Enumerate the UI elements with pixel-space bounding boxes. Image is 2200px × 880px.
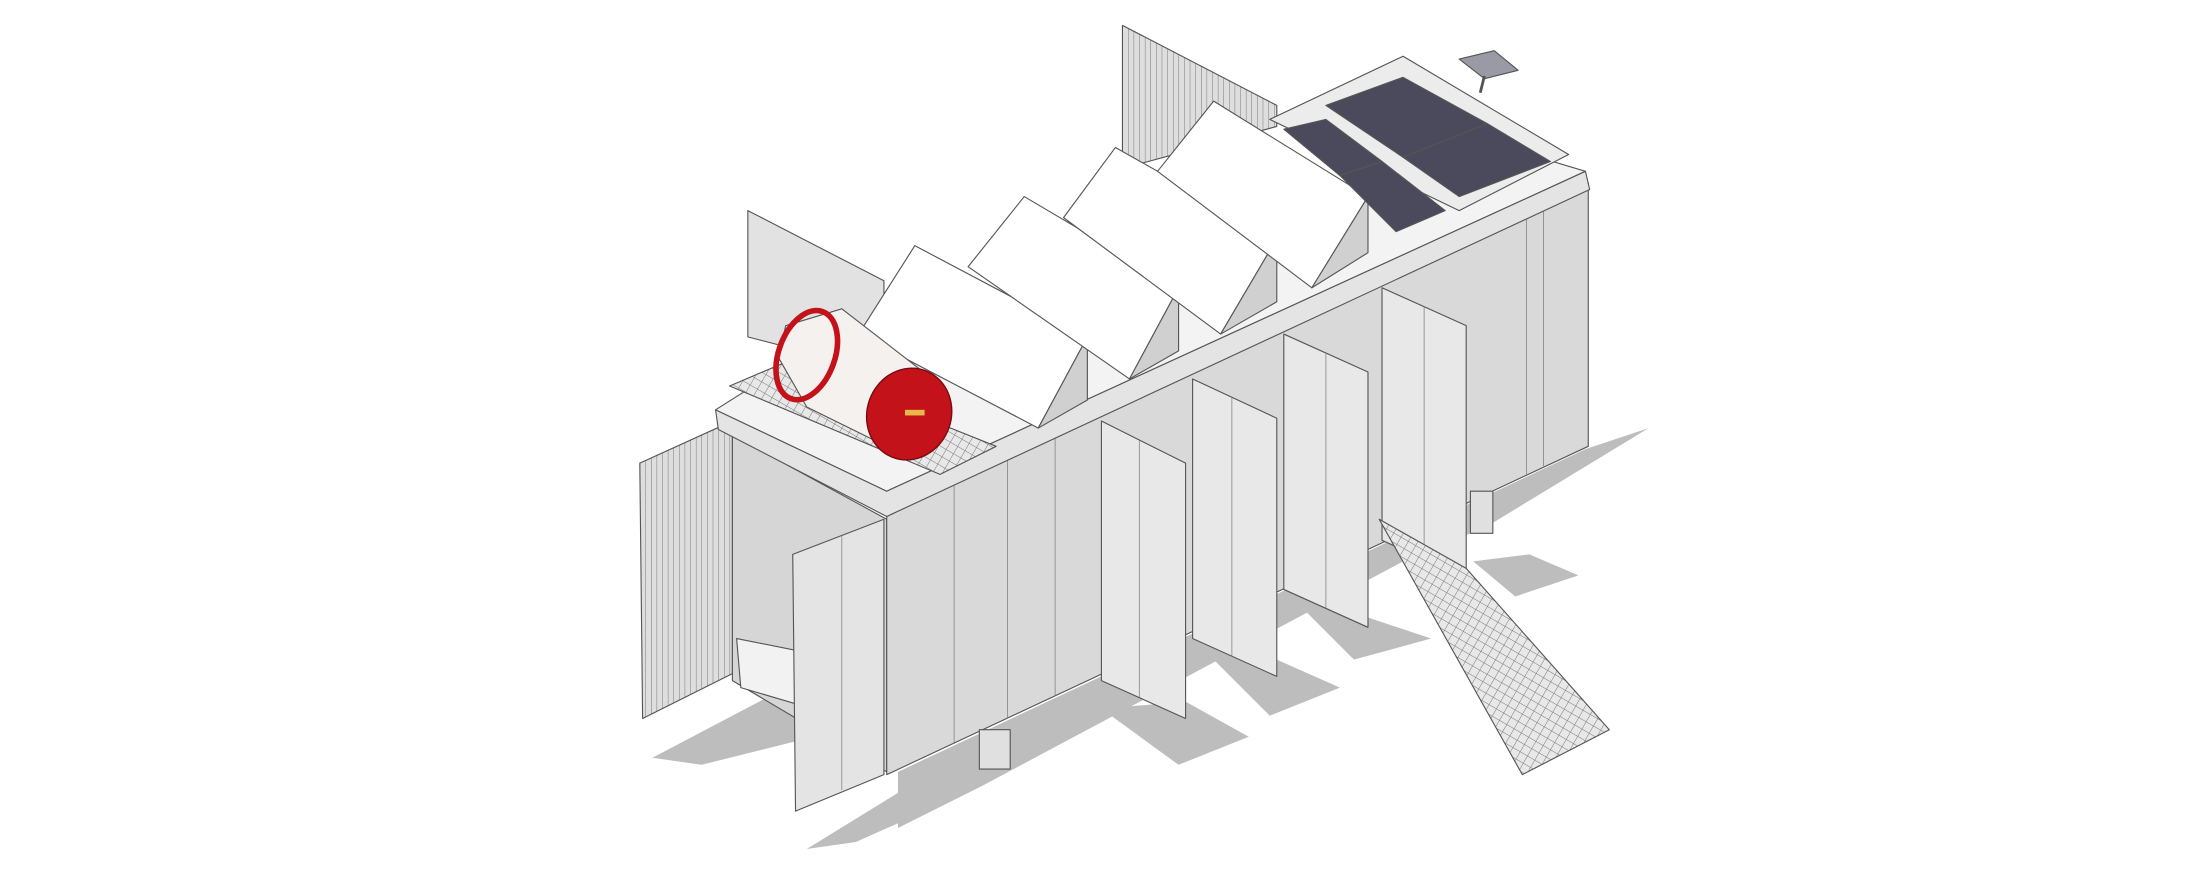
shadow-door-5 — [1473, 554, 1579, 597]
roof-prisms — [858, 100, 1369, 429]
solar-panel-2 — [1402, 123, 1551, 198]
door-3[interactable] — [1192, 378, 1278, 677]
door-2[interactable] — [1100, 420, 1187, 720]
shadow-front-door — [806, 785, 983, 849]
tank-rim-back — [773, 307, 841, 403]
tank-valve — [904, 409, 925, 416]
left-slatted-door — [639, 420, 733, 720]
water-tank — [773, 307, 953, 461]
satellite-dish-icon — [1458, 50, 1519, 80]
doors — [792, 287, 1467, 812]
prism-2-end — [1128, 287, 1180, 380]
front-face-panel-lines — [953, 203, 1544, 744]
roof-slab-edge — [715, 170, 1591, 518]
shadow-door-4 — [1283, 589, 1432, 660]
satellite-mast — [1478, 75, 1486, 94]
prism-3-end — [1220, 238, 1278, 335]
support-foot-right — [1469, 490, 1494, 534]
shadow-door-2 — [1101, 701, 1249, 765]
prism-1-end — [1037, 336, 1088, 429]
solar-panel-4 — [1339, 160, 1446, 233]
shadow-door-3 — [1192, 638, 1340, 716]
door-front-left[interactable] — [792, 518, 885, 812]
support-foot-front — [978, 729, 1011, 770]
access-ramp — [1378, 518, 1610, 776]
prism-4-end — [1311, 196, 1369, 289]
